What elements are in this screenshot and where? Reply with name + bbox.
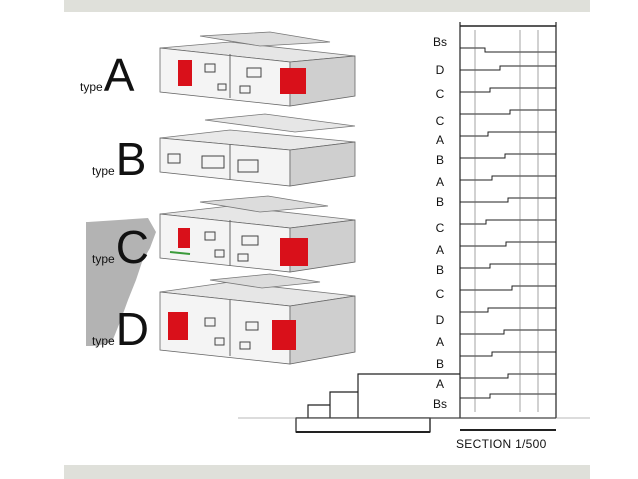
unit-a-axonometric	[159, 31, 356, 107]
section-level-label: B	[435, 263, 444, 277]
type-a-label: type A	[80, 52, 134, 98]
section-level-label: A	[435, 133, 444, 147]
type-c-label: type C	[92, 224, 149, 270]
section-level-label: D	[435, 63, 445, 77]
section-level-label: D	[435, 313, 445, 327]
type-d-prefix: type	[92, 334, 115, 348]
section-level-label: A	[435, 243, 444, 257]
section-floor-lines	[460, 47, 556, 399]
section-level-label: B	[435, 195, 444, 209]
type-b-label: type B	[92, 136, 146, 182]
unit-d-axonometric	[159, 273, 356, 365]
section-caption: SECTION 1/500	[456, 437, 547, 451]
type-c-letter: C	[115, 221, 149, 273]
section-level-label: A	[435, 175, 444, 189]
section-level-label: A	[435, 377, 444, 391]
type-a-prefix: type	[80, 80, 103, 94]
top-frame-bar	[64, 0, 590, 12]
section-internal-walls	[474, 30, 539, 412]
section-level-label: Bs	[432, 397, 447, 411]
type-b-prefix: type	[92, 164, 115, 178]
section-level-label: A	[435, 335, 444, 349]
unit-b-axonometric	[159, 113, 356, 187]
section-level-label: C	[435, 87, 445, 101]
bottom-frame-bar	[64, 465, 590, 479]
terrain-shadow	[86, 218, 156, 346]
type-d-label: type D	[92, 306, 149, 352]
type-b-letter: B	[115, 133, 147, 185]
unit-c-axonometric	[159, 195, 356, 273]
section-level-label: C	[435, 221, 445, 235]
section-level-label: Bs	[432, 35, 447, 49]
type-d-letter: D	[115, 303, 149, 355]
building-section	[238, 22, 590, 433]
section-level-label: B	[435, 357, 444, 371]
section-podium	[295, 373, 556, 433]
type-a-letter: A	[103, 49, 135, 101]
section-level-label: B	[435, 153, 444, 167]
type-c-prefix: type	[92, 252, 115, 266]
section-level-label: C	[435, 114, 445, 128]
section-level-label: C	[435, 287, 445, 301]
